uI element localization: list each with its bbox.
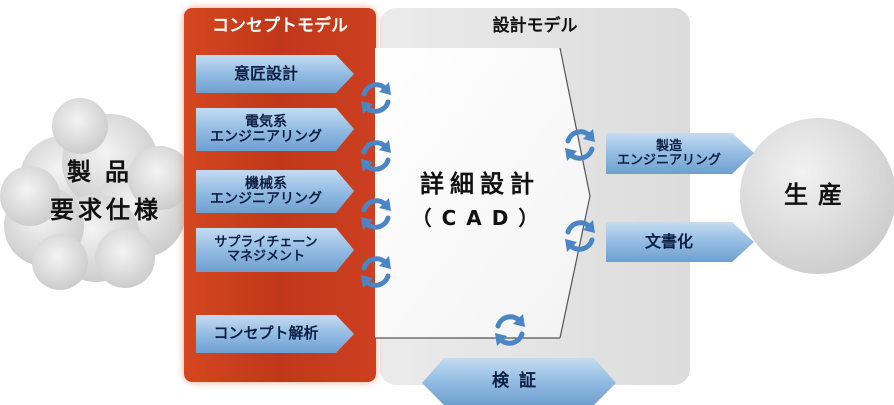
concept-item-mechanical-engineering: 機械系 エンジニアリング [210, 175, 322, 207]
cycle-icon [361, 82, 391, 114]
arrow-supply-chain [196, 228, 354, 272]
production-circle-shape [740, 118, 894, 274]
verification-shape [422, 358, 616, 405]
requirements-line1: 製品 [67, 158, 143, 187]
concept-model-title: コンセプトモデル [212, 16, 348, 37]
cycle-icon [565, 129, 595, 161]
cycle-icon [361, 256, 391, 288]
cycle-icon [565, 220, 595, 252]
arrow-documentation [606, 222, 754, 262]
arrow-industrial-design [196, 55, 354, 93]
detail-design-cad: （CAD） [411, 205, 549, 230]
design-model-title: 設計モデル [492, 16, 578, 37]
concept-item-electrical-engineering: 電気系 エンジニアリング [210, 113, 322, 145]
arrow-manufacturing-engineering [606, 133, 754, 174]
requirements-line2: 要求仕様 [50, 196, 162, 225]
cycle-icon [361, 140, 391, 172]
cycle-icon [495, 314, 525, 346]
detail-design-area [375, 48, 590, 338]
detail-design-title: 詳細設計 [420, 170, 540, 199]
output-documentation: 文書化 [644, 231, 693, 251]
verification-label: 検証 [492, 371, 546, 392]
arrow-electrical-engineering [196, 108, 354, 151]
concept-item-concept-analysis: コンセプト解析 [213, 324, 319, 343]
production-label: 生産 [784, 181, 852, 210]
requirements-cloud-shape [0, 98, 192, 290]
cycle-icon [361, 198, 391, 230]
concept-item-supply-chain: サプライチェーン マネジメント [214, 235, 318, 264]
output-manufacturing-engineering: 製造 エンジニアリング [616, 138, 721, 168]
arrow-mechanical-engineering [196, 170, 354, 213]
arrow-concept-analysis [196, 315, 354, 353]
concept-item-industrial-design: 意匠設計 [233, 63, 298, 83]
